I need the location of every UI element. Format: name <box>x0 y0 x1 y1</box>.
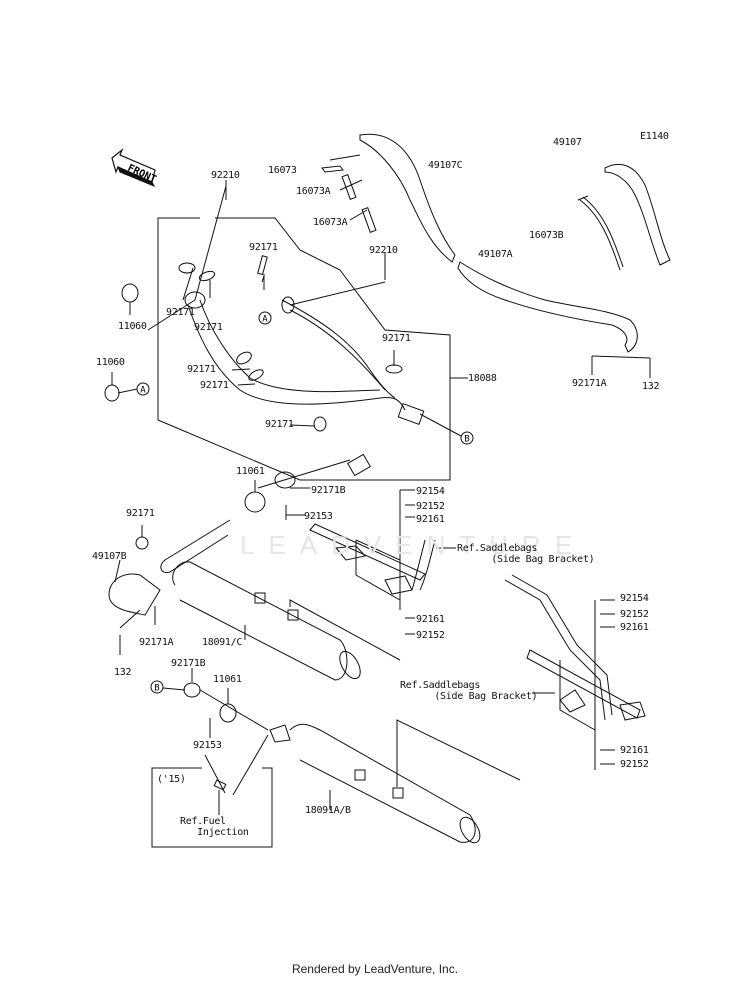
part-label[interactable]: 11060 <box>118 321 147 332</box>
part-label[interactable]: 16073A <box>313 217 348 228</box>
saddlebag-bracket-upper <box>309 523 436 601</box>
muffler-18091C <box>160 519 401 681</box>
part-label[interactable]: 49107C <box>428 160 463 171</box>
part-label[interactable]: 11061 <box>236 466 265 477</box>
part-label[interactable]: 11061 <box>213 674 242 685</box>
part-label[interactable]: 11060 <box>96 357 125 368</box>
ref-fuel-injection[interactable]: Ref.Fuel Injection <box>180 816 249 838</box>
watermark: LEADVENTURE <box>240 530 587 560</box>
part-label[interactable]: 92152 <box>416 501 445 512</box>
heat-shield-49107A <box>457 261 638 353</box>
part-label[interactable]: 132 <box>642 381 660 392</box>
saddlebag-bracket-lower <box>504 574 646 731</box>
part-label[interactable]: 92161 <box>416 614 445 625</box>
part-label[interactable]: 49107A <box>478 249 513 260</box>
muffler-18091AB <box>269 719 521 844</box>
gasket-11060 <box>121 283 139 303</box>
part-label[interactable]: 92171 <box>126 508 155 519</box>
part-label[interactable]: 92152 <box>620 759 649 770</box>
callout-b-lower: B <box>154 684 159 694</box>
part-label[interactable]: 92152 <box>416 630 445 641</box>
part-label[interactable]: 92171 <box>382 333 411 344</box>
part-label[interactable]: 92153 <box>193 740 222 751</box>
ref-saddlebags-upper[interactable]: Ref.Saddlebags (Side Bag Bracket) <box>457 543 595 565</box>
part-label[interactable]: 92171 <box>166 307 195 318</box>
part-label[interactable]: 92171A <box>572 378 607 389</box>
footer-credit: Rendered by LeadVenture, Inc. <box>291 962 459 976</box>
part-label[interactable]: 92153 <box>304 511 333 522</box>
sleeve-11061 <box>244 491 266 513</box>
part-label[interactable]: 18091/C <box>202 637 243 648</box>
part-label[interactable]: 92171 <box>200 380 229 391</box>
part-label[interactable]: 92171A <box>139 637 174 648</box>
part-label[interactable]: 92161 <box>416 514 445 525</box>
part-label[interactable]: 16073A <box>296 186 331 197</box>
part-label[interactable]: 92210 <box>369 245 398 256</box>
part-label[interactable]: 92154 <box>416 486 445 497</box>
diagram-code: E1140 <box>640 131 669 142</box>
part-label[interactable]: 16073 <box>268 165 297 176</box>
inset-year-label: ('15) <box>157 774 186 785</box>
part-label[interactable]: 92171B <box>171 658 206 669</box>
inset-box <box>151 767 273 848</box>
ref-saddlebags-lower[interactable]: Ref.Saddlebags (Side Bag Bracket) <box>400 680 538 702</box>
part-label[interactable]: 92171B <box>311 485 346 496</box>
header-pipe <box>184 291 425 477</box>
part-label[interactable]: 49107 <box>553 137 582 148</box>
part-label[interactable]: 92152 <box>620 609 649 620</box>
part-label[interactable]: 132 <box>114 667 132 678</box>
callout-a-upper: A <box>262 315 268 325</box>
part-label[interactable]: 18091A/B <box>305 805 351 816</box>
part-label[interactable]: 92154 <box>620 593 649 604</box>
part-label[interactable]: 49107B <box>92 551 127 562</box>
part-label[interactable]: 18088 <box>468 373 497 384</box>
part-label[interactable]: 92171 <box>265 419 294 430</box>
part-label[interactable]: 92171 <box>249 242 278 253</box>
part-label[interactable]: 16073B <box>529 230 564 241</box>
bracket-18088 <box>157 217 200 420</box>
end-cap-49107B <box>108 573 161 616</box>
callout-b-upper: B <box>464 435 469 445</box>
part-label[interactable]: 92161 <box>620 622 649 633</box>
part-label[interactable]: 92161 <box>620 745 649 756</box>
heat-shield-49107 <box>604 163 671 266</box>
callout-a-lower: A <box>140 386 146 396</box>
heat-shield-49107C <box>359 133 456 263</box>
part-label[interactable]: 92171 <box>194 322 223 333</box>
front-arrow-icon <box>111 148 156 187</box>
part-label[interactable]: 92171 <box>187 364 216 375</box>
part-label[interactable]: 92210 <box>211 170 240 181</box>
